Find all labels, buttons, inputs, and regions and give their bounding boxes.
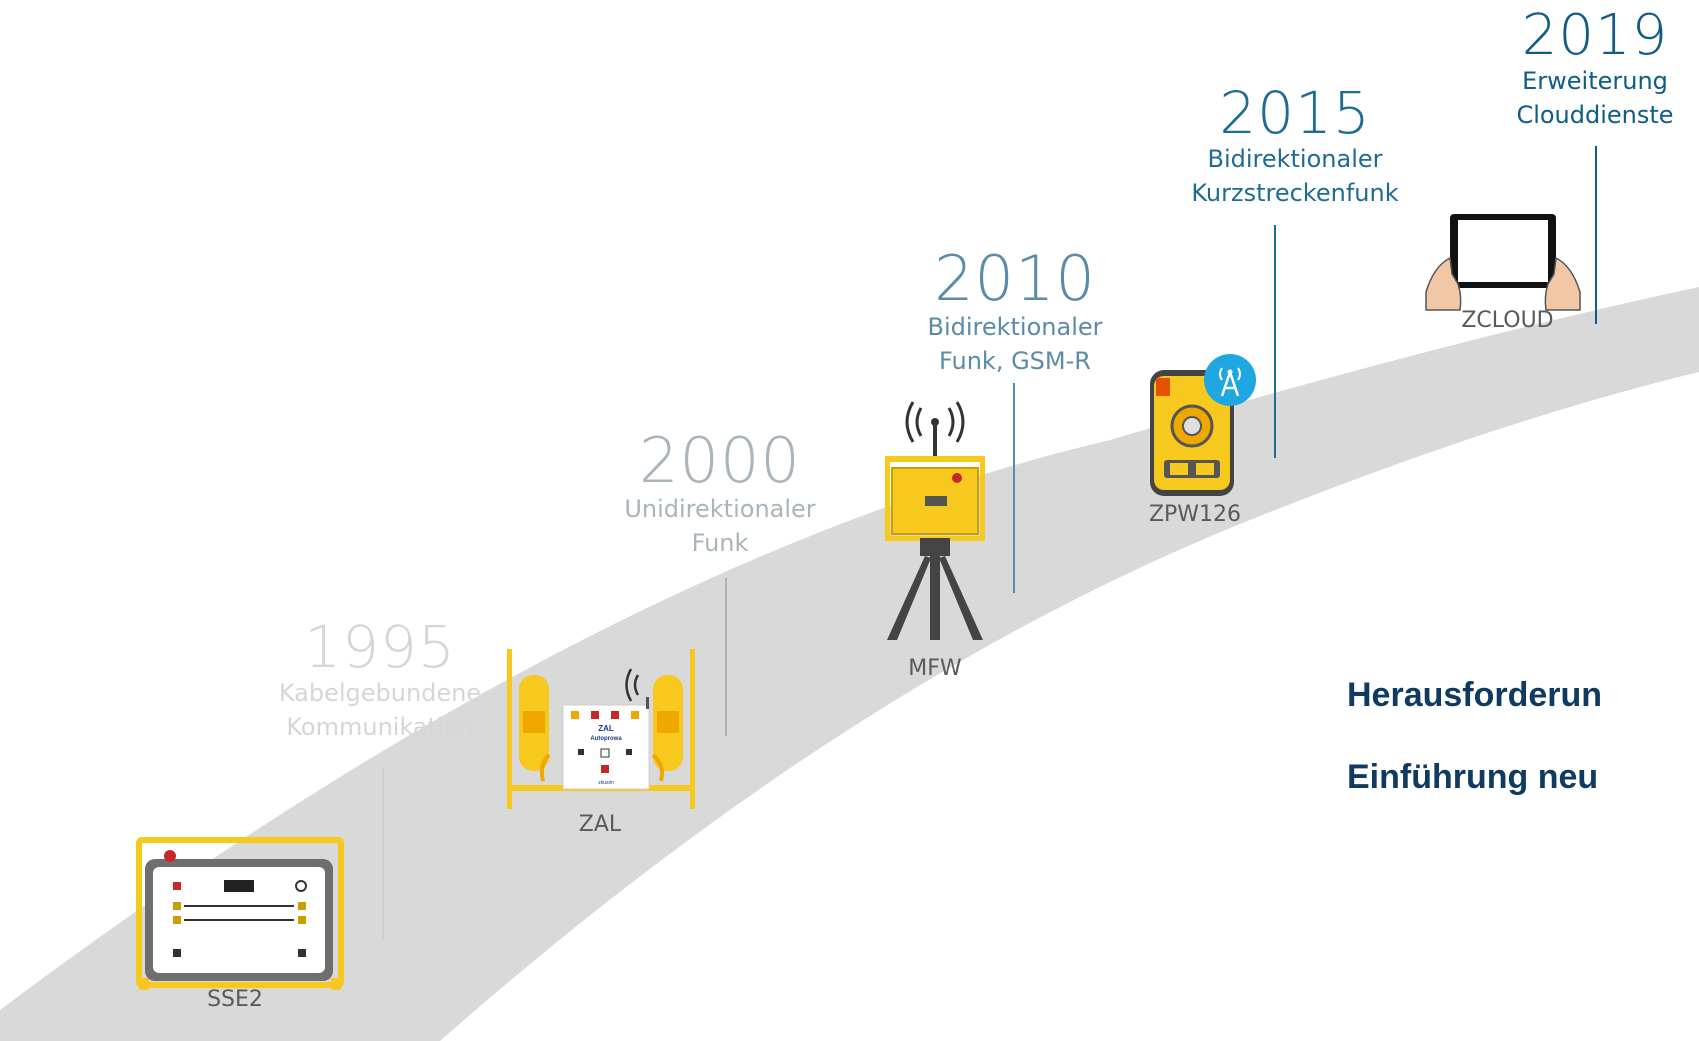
milestone-desc-line1: Unidirektionaler [624, 495, 816, 523]
zcloud-label: ZCLOUD [1461, 308, 1554, 333]
milestone-desc-line1: Erweiterung [1522, 67, 1668, 95]
milestone-line-2010 [1013, 383, 1015, 593]
zal-device-image: ZAL Autoprowa zkusim [507, 649, 695, 809]
milestone-year: 2019 [1521, 3, 1669, 68]
milestone-2019: 2019 Erweiterung Clouddienste [1490, 8, 1699, 132]
milestone-2000: 2000 Unidirektionaler Funk [600, 430, 840, 560]
zal-panel-brand: zkusim [598, 780, 614, 786]
milestone-desc-line1: Bidirektionaler [927, 313, 1103, 341]
milestone-year: 1995 [304, 613, 456, 681]
zpw126-label: ZPW126 [1148, 502, 1242, 527]
milestone-desc-line1: Kabelgebundene [278, 679, 482, 707]
mfw-device-image [885, 401, 985, 640]
milestone-line-2015 [1274, 225, 1276, 458]
zal-label: ZAL [578, 812, 622, 837]
milestone-year: 2015 [1219, 79, 1371, 147]
zal-panel-title: ZAL [598, 724, 614, 733]
zcloud-tablet-image [1425, 214, 1581, 311]
sse2-label: SSE2 [207, 987, 263, 1012]
milestone-1995: 1995 Kabelgebundene Kommunikation [255, 618, 505, 744]
sse2-device-image [136, 837, 344, 990]
milestone-desc-line2: Clouddienste [1516, 101, 1674, 129]
milestone-2015: 2015 Bidirektionaler Kurzstreckenfunk [1165, 84, 1425, 210]
milestone-desc-line2: Funk [691, 529, 749, 557]
milestone-desc-line2: Kommunikation [286, 713, 474, 741]
challenge-line-1: Herausforderun [1347, 676, 1603, 714]
milestone-line-1995 [382, 768, 384, 940]
milestone-line-2019 [1595, 146, 1597, 324]
zal-panel-subtitle: Autoprowa [590, 736, 622, 742]
mfw-label: MFW [908, 656, 962, 681]
challenge-line-2: Einführung neu [1347, 758, 1599, 796]
milestone-desc-line2: Funk, GSM-R [939, 347, 1091, 375]
milestone-year: 2010 [934, 242, 1096, 315]
milestone-desc-line2: Kurzstreckenfunk [1191, 179, 1399, 207]
milestone-2010: 2010 Bidirektionaler Funk, GSM-R [895, 248, 1135, 378]
milestone-year: 2000 [639, 424, 801, 497]
milestone-desc-line1: Bidirektionaler [1207, 145, 1383, 173]
zpw126-device-image [1150, 354, 1256, 496]
milestone-line-2000 [725, 578, 727, 736]
